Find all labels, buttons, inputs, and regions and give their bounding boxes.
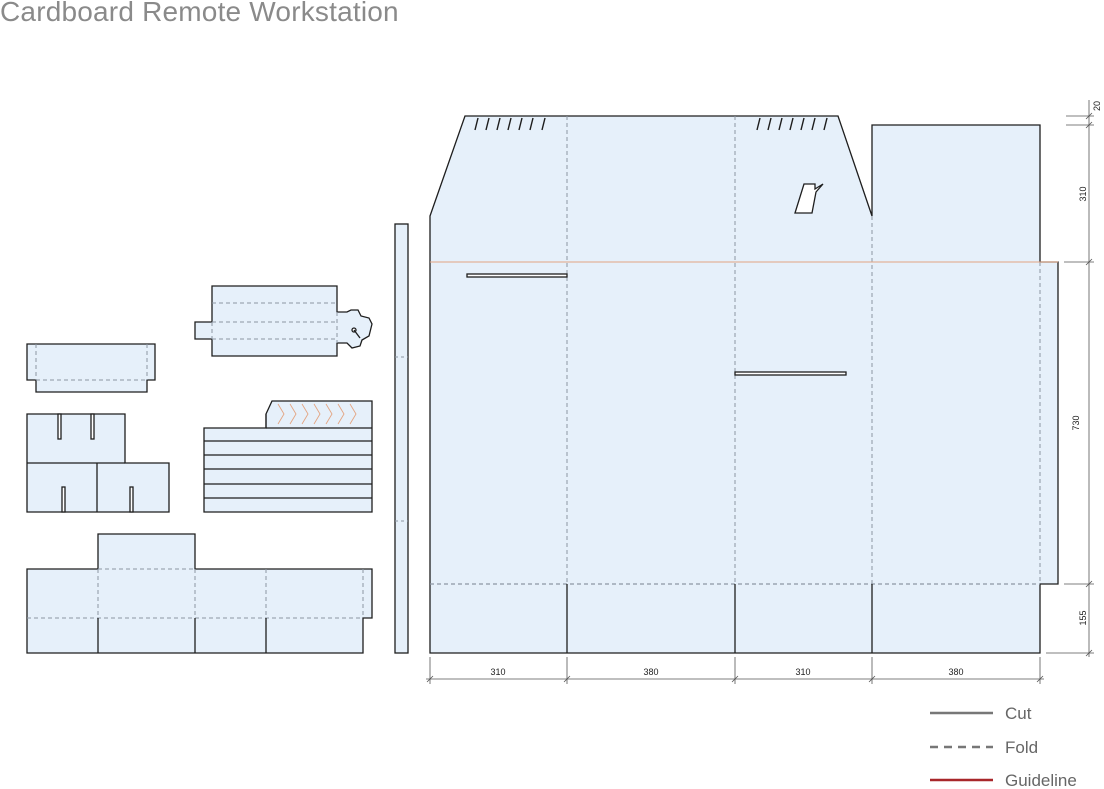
dim-width-3: 310: [795, 667, 810, 677]
dim-width-1: 310: [490, 667, 505, 677]
legend-cut-label: Cut: [1005, 704, 1032, 723]
piece-slotted-supports: [26, 413, 170, 513]
legend-fold-label: Fold: [1005, 738, 1038, 757]
piece-tray: [26, 343, 156, 393]
vertical-dimensions: [1046, 100, 1094, 657]
legend: Cut Fold Guideline: [930, 704, 1077, 789]
horizontal-dimensions: [426, 657, 1044, 684]
dim-height-3: 730: [1071, 415, 1081, 430]
dim-width-2: 380: [643, 667, 658, 677]
main-sheet: [429, 115, 1059, 654]
dim-height-4: 155: [1078, 610, 1088, 625]
dim-height-1: 20: [1092, 101, 1102, 111]
piece-clip-box: [194, 285, 373, 357]
diagram-title: Cardboard Remote Workstation: [0, 0, 399, 27]
tall-strip: [394, 223, 409, 654]
piece-bottom-box: [26, 533, 373, 654]
legend-guideline-label: Guideline: [1005, 771, 1077, 789]
dim-width-4: 380: [948, 667, 963, 677]
piece-corrugated-panel: [203, 400, 373, 513]
dim-height-2: 310: [1078, 186, 1088, 201]
